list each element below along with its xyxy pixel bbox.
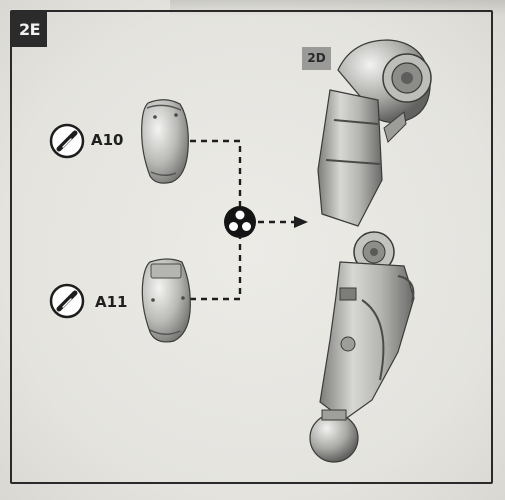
part-a10 xyxy=(142,100,189,183)
part-label-a10: A10 xyxy=(91,131,123,149)
assembly-join-icon xyxy=(224,206,256,238)
clippers-icon xyxy=(51,285,83,317)
part-label-a11: A11 xyxy=(95,293,127,311)
clippers-icon xyxy=(51,125,83,157)
part-a11 xyxy=(142,259,190,342)
mechanical-limb xyxy=(310,40,431,462)
arrow-head xyxy=(294,216,308,228)
